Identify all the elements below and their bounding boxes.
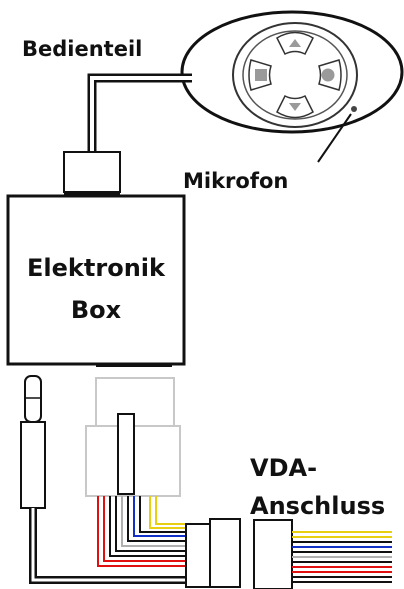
control-pad-inner: [242, 30, 348, 120]
audio-jack: [20, 375, 46, 509]
square-icon: [255, 69, 267, 81]
arrow-up-icon: [289, 39, 301, 47]
harness-connector-left: [185, 523, 211, 588]
harness-plug: [85, 377, 181, 497]
label-microphone: Mikrofon: [183, 169, 288, 193]
box-top-contact: [64, 193, 120, 197]
control-cable-inner: [90, 76, 192, 152]
control-plug: [63, 151, 121, 193]
control-pad-outer: [232, 22, 358, 128]
label-box-line2: Box: [71, 296, 122, 324]
circle-icon: [321, 68, 335, 82]
arrow-down-icon: [289, 103, 301, 111]
box-bottom-contact: [96, 363, 172, 367]
jack-body: [20, 421, 46, 509]
label-vda-line1: VDA-: [250, 454, 317, 482]
harness-connector-right: [209, 518, 241, 588]
microphone-dot: [351, 106, 357, 112]
label-control-unit: Bedienteil: [22, 37, 142, 61]
jack-cable-inner: [31, 508, 186, 582]
jack-tip: [24, 375, 42, 423]
electronics-box: [6, 194, 186, 366]
control-cable-outer: [87, 73, 192, 152]
microphone-leader-line: [317, 113, 352, 163]
vda-connector: [253, 519, 293, 589]
label-vda-line2: Anschluss: [250, 492, 385, 520]
harness-plug-slot: [117, 413, 135, 495]
harness-connector: [185, 518, 241, 588]
label-box-line1: Elektronik: [27, 254, 166, 282]
wire-bundle-left: [97, 496, 186, 567]
wire-bundle-right: [292, 531, 392, 583]
control-unit: [180, 10, 404, 134]
